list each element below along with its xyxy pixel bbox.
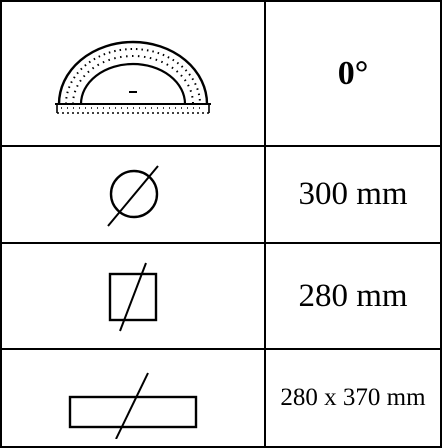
round-section-icon (107, 164, 159, 227)
table-row-square: 280 mm (0, 242, 442, 350)
icon-cell (0, 0, 266, 147)
icon-cell (0, 145, 266, 244)
protractor-angle-icon (55, 40, 211, 114)
icon-cell (0, 242, 266, 350)
icon-cell (0, 348, 266, 448)
table-row-round: 300 mm (0, 145, 442, 244)
square-capacity-value: 280 mm (264, 242, 442, 350)
table-row-rectangle: 280 x 370 mm (0, 348, 442, 448)
square-section-icon (108, 262, 158, 332)
rectangle-section-icon (68, 372, 198, 439)
rectangle-capacity-value: 280 x 370 mm (264, 348, 442, 448)
round-capacity-value: 300 mm (264, 145, 442, 244)
table-row-angle: 0° (0, 0, 442, 147)
angle-value: 0° (264, 0, 442, 147)
